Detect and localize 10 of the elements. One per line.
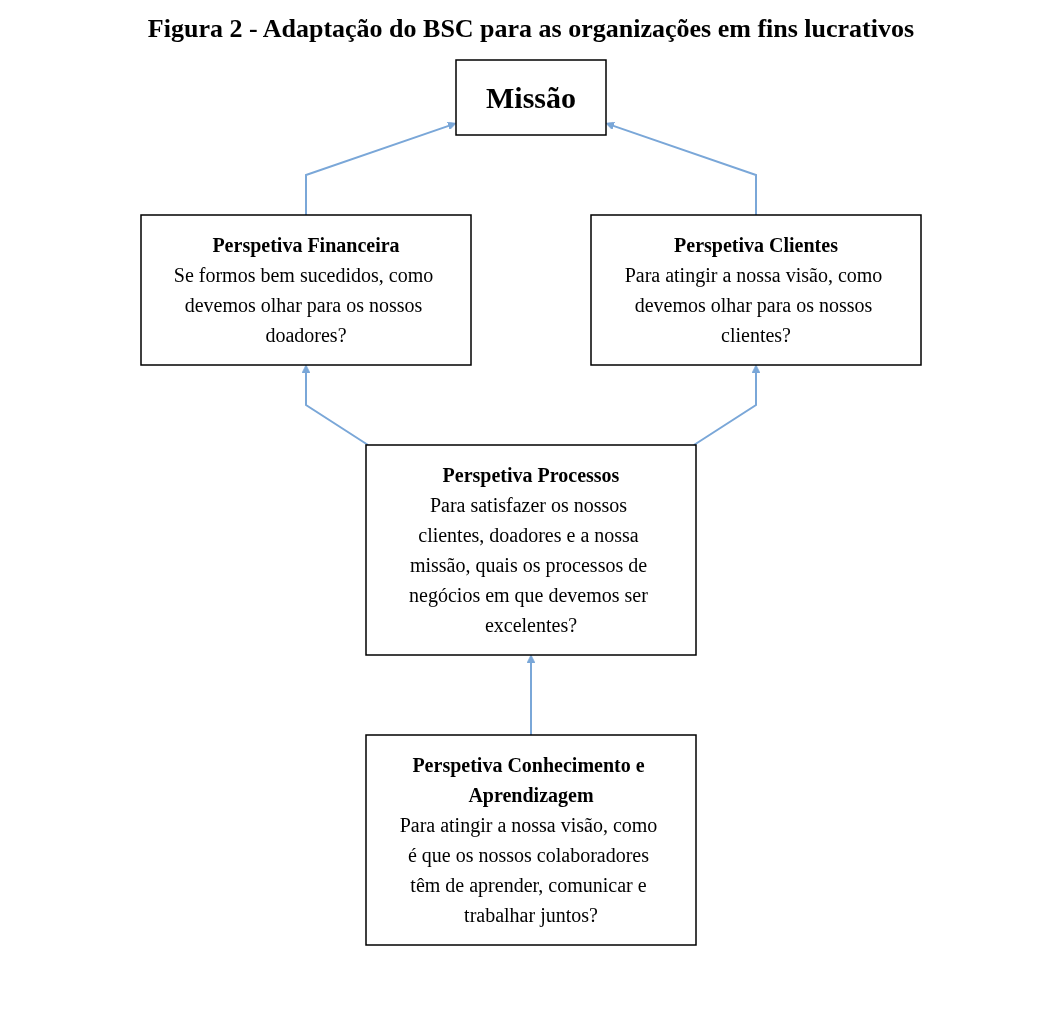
arrow xyxy=(301,364,370,446)
node-box: Perspetiva Processos Para satisfazer os nossos clientes, doadores e a nossa missão, quais os processos de negócios em que devemos ser excelentes? xyxy=(365,444,697,656)
arrow xyxy=(692,364,761,446)
arrow xyxy=(526,654,536,736)
figure-title: Figura 2 - Adaptação do BSC para as organizações em fins lucrativos xyxy=(146,14,916,44)
node-box: Missão xyxy=(455,59,607,136)
node-box: Perspetiva Financeira Se formos bem sucedidos, como devemos olhar para os nossos doadores? xyxy=(140,214,472,366)
node-box: Perspetiva Clientes Para atingir a nossa visão, como devemos olhar para os nossos clientes? xyxy=(590,214,922,366)
node-box: Perspetiva Conhecimento e Aprendizagem Para atingir a nossa visão, como é que os nossos colaboradores têm de aprender, comunicar e trabalhar juntos? xyxy=(365,734,697,946)
arrow xyxy=(305,121,457,216)
